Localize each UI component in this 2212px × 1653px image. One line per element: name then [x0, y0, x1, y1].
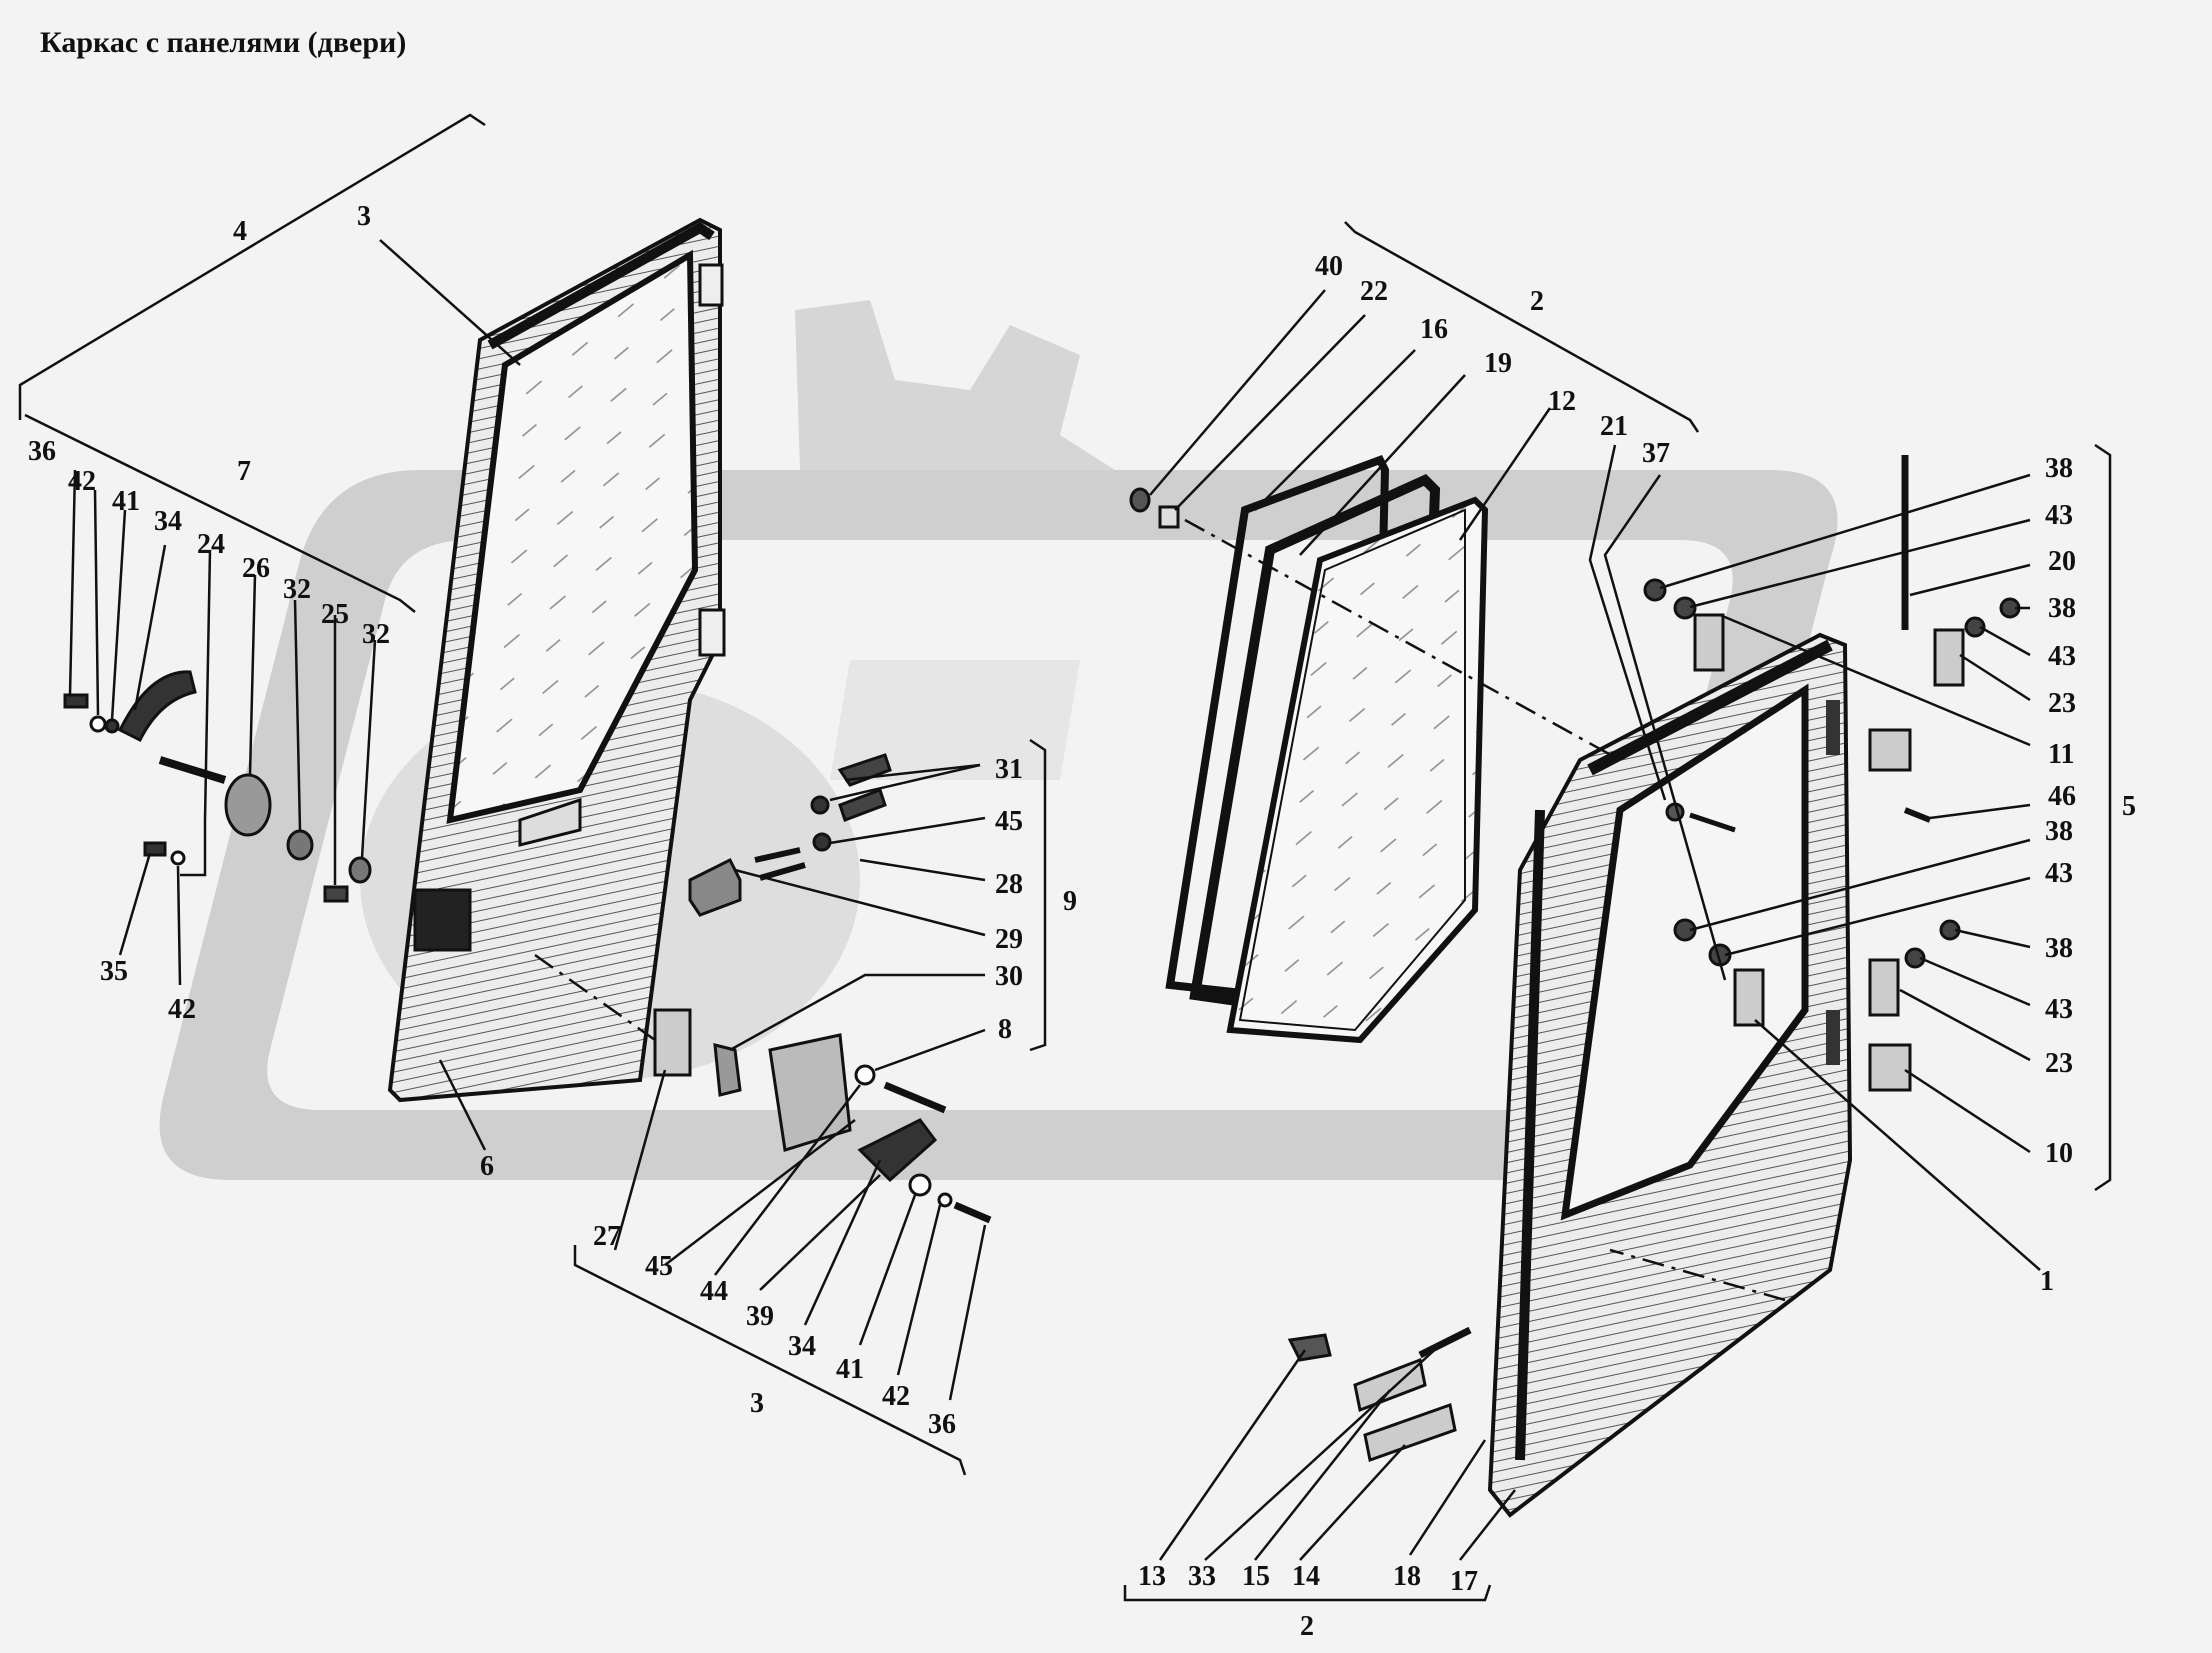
callout-label: 23	[2045, 1048, 2073, 1079]
callout-label: 1	[2040, 1266, 2054, 1297]
callout-label: 25	[321, 599, 349, 630]
callout-label: 43	[2045, 994, 2073, 1025]
callout-label: 2	[1530, 286, 1544, 317]
callout-label: 9	[1063, 886, 1077, 917]
callout-label: 10	[2045, 1138, 2073, 1169]
lock-assembly	[653, 753, 992, 1224]
callout-label: 17	[1450, 1566, 1478, 1597]
callout-label: 36	[28, 436, 56, 467]
callout-label: 13	[1138, 1561, 1166, 1592]
callout-label: 36	[928, 1409, 956, 1440]
callout-label: 32	[362, 619, 390, 650]
callout-label: 26	[242, 553, 270, 584]
callout-label: 23	[2048, 688, 2076, 719]
callout-label: 3	[750, 1388, 764, 1419]
callout-label: 16	[1420, 314, 1448, 345]
callout-label: 8	[998, 1014, 1012, 1045]
callout-label: 39	[746, 1301, 774, 1332]
callout-label: 20	[2048, 546, 2076, 577]
callout-label: 43	[2048, 641, 2076, 672]
callout-label: 2	[1300, 1611, 1314, 1642]
callout-label: 5	[2122, 791, 2136, 822]
callout-label: 35	[100, 956, 128, 987]
callout-label: 40	[1315, 251, 1343, 282]
callout-label: 37	[1642, 438, 1670, 469]
callout-label: 15	[1242, 1561, 1270, 1592]
callout-label: 38	[2045, 816, 2073, 847]
callout-label: 34	[154, 506, 182, 537]
callout-label: 21	[1600, 411, 1628, 442]
diagram-title: Каркас с панелями (двери)	[40, 26, 407, 59]
left-door	[387, 217, 726, 1103]
callout-label: 3	[357, 201, 371, 232]
callout-label: 6	[480, 1151, 494, 1182]
callout-label: 45	[645, 1251, 673, 1282]
window-seals	[1165, 455, 1489, 1044]
callout-label: 42	[882, 1381, 910, 1412]
callout-label: 43	[2045, 500, 2073, 531]
leader-lines	[18, 113, 2112, 1602]
callout-label: 46	[2048, 781, 2076, 812]
callout-label: 29	[995, 924, 1023, 955]
callout-label: 42	[68, 466, 96, 497]
callout-label: 22	[1360, 276, 1388, 307]
callout-label: 19	[1484, 348, 1512, 379]
callout-label: 41	[836, 1354, 864, 1385]
callout-label: 32	[283, 574, 311, 605]
callout-label: 43	[2045, 858, 2073, 889]
callout-label: 30	[995, 961, 1023, 992]
callout-label: 31	[995, 754, 1023, 785]
callout-label: 45	[995, 806, 1023, 837]
callout-label: 41	[112, 486, 140, 517]
callout-label: 11	[2048, 739, 2074, 770]
callout-label: 24	[197, 529, 225, 560]
callout-label: 38	[2048, 593, 2076, 624]
callout-label: 7	[237, 456, 251, 487]
callout-label: 38	[2045, 933, 2073, 964]
callout-label: 14	[1292, 1561, 1320, 1592]
callout-label: 34	[788, 1331, 816, 1362]
callout-label: 12	[1548, 386, 1576, 417]
callout-label: 18	[1393, 1561, 1421, 1592]
callout-label: 44	[700, 1276, 728, 1307]
right-door	[1487, 632, 1853, 1518]
callout-label: 42	[168, 994, 196, 1025]
callout-label: 27	[593, 1221, 621, 1252]
callout-label: 28	[995, 869, 1023, 900]
callout-label: 33	[1188, 1561, 1216, 1592]
callout-numbers: 4 3 7 36 42 41 34 24 26 32 25 32 35 42 6…	[28, 201, 2136, 1642]
hinge-parts	[1643, 455, 2021, 1092]
callout-label: 4	[233, 216, 247, 247]
small-parts-top	[1129, 487, 1180, 529]
bottom-small-parts	[1287, 1326, 1472, 1462]
callout-label: 38	[2045, 453, 2073, 484]
left-handle-parts	[63, 670, 372, 903]
